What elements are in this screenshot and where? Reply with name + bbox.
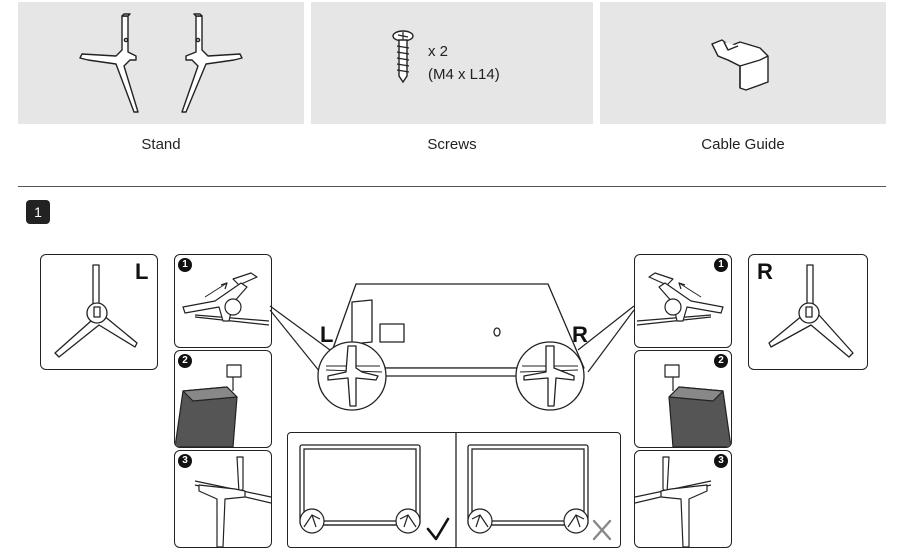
left-substep-1-box: 1	[174, 254, 272, 348]
stand-leg-icon	[79, 13, 243, 113]
screw-icon	[392, 30, 414, 84]
right-substep-3-marker: 3	[714, 454, 728, 468]
part-label-stand: Stand	[141, 136, 181, 153]
left-substep-3-illustration	[194, 456, 271, 547]
left-substep-2-box: 2	[174, 350, 272, 448]
right-substep-2-illustration	[664, 364, 731, 447]
right-substep-2-marker: 2	[714, 354, 728, 368]
orientation-comparison-illustration	[299, 433, 612, 547]
step-number-badge: 1	[26, 200, 50, 224]
right-substep-3-box: 3	[634, 450, 732, 548]
part-label-cable-guide: Cable Guide	[701, 136, 785, 153]
right-leg-detail-box: R	[748, 254, 868, 370]
left-side-letter: L	[135, 259, 149, 284]
stand-leg-left-icon	[54, 264, 138, 358]
left-substep-2-illustration	[175, 364, 242, 447]
left-substep-3-box: 3	[174, 450, 272, 548]
center-right-letter: R	[572, 322, 588, 347]
check-icon	[426, 517, 450, 541]
cross-icon	[592, 519, 612, 541]
part-panel-stand	[18, 2, 304, 124]
right-substep-1-illustration	[636, 272, 724, 326]
right-side-letter: R	[757, 259, 773, 284]
left-substep-3-marker: 3	[178, 454, 192, 468]
part-label-screws: Screws	[427, 136, 477, 153]
right-substep-1-box: 1	[634, 254, 732, 348]
left-leg-detail-box: L	[40, 254, 158, 370]
left-substep-1-marker: 1	[178, 258, 192, 272]
part-panel-screws	[311, 2, 593, 124]
right-substep-2-box: 2	[634, 350, 732, 448]
right-substep-1-marker: 1	[714, 258, 728, 272]
orientation-comparison-box	[287, 432, 621, 548]
stand-leg-right-icon	[768, 264, 854, 358]
screw-spec: (M4 x L14)	[428, 66, 500, 83]
left-substep-1-illustration	[182, 272, 270, 326]
section-divider	[18, 186, 886, 187]
right-substep-3-illustration	[635, 456, 712, 547]
cable-guide-icon	[711, 39, 769, 91]
center-left-letter: L	[320, 322, 334, 347]
part-panel-cable-guide	[600, 2, 886, 124]
screw-quantity: x 2	[428, 43, 449, 60]
left-substep-2-marker: 2	[178, 354, 192, 368]
